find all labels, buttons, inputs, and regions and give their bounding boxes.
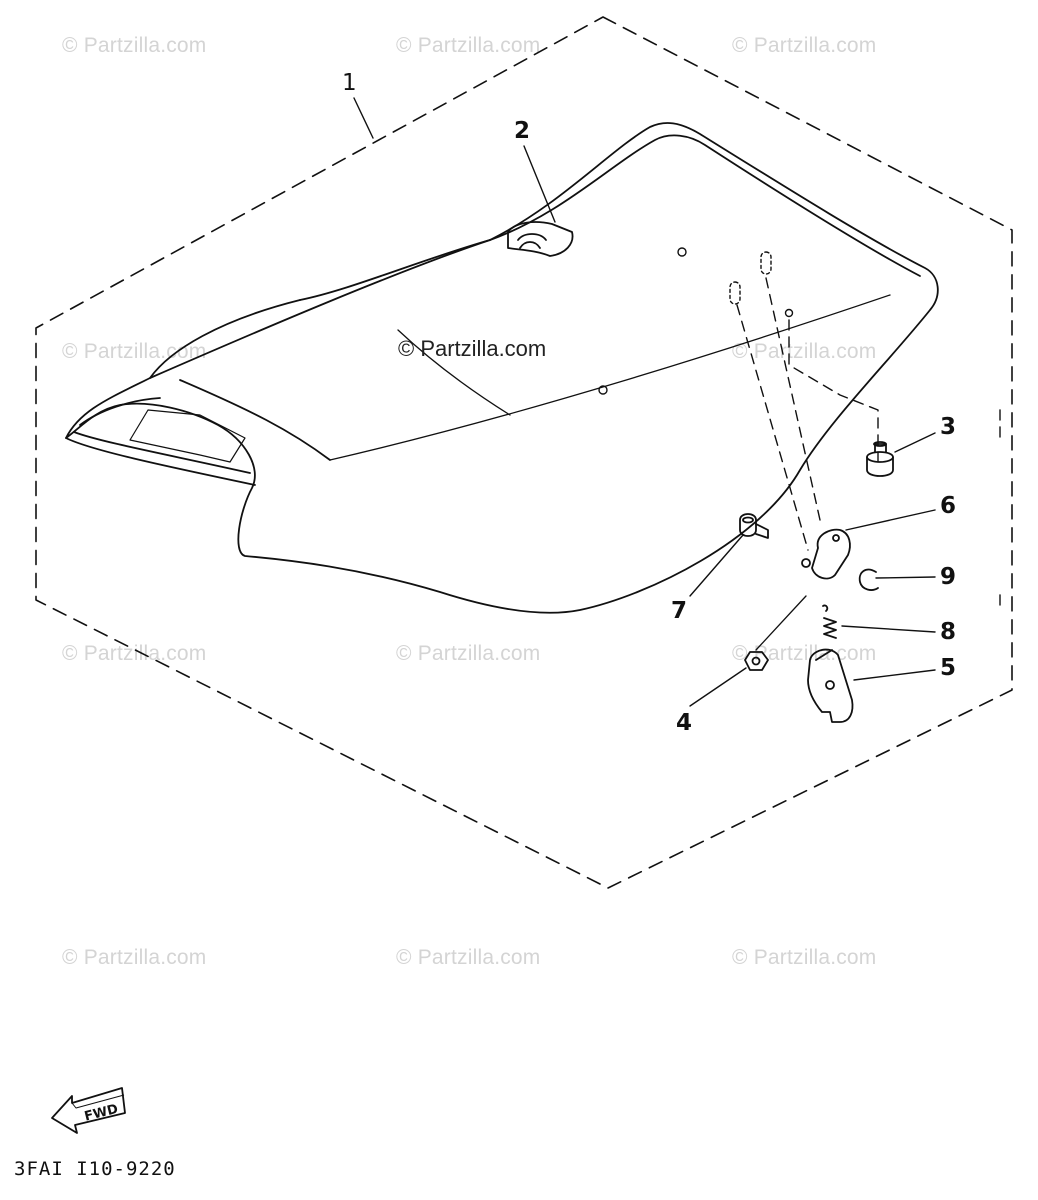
diagram-code: 3FAI I10-9220 bbox=[14, 1158, 176, 1180]
watermark: © Partzilla.com bbox=[62, 946, 207, 969]
callout-8: 8 bbox=[940, 619, 957, 645]
watermark: © Partzilla.com bbox=[396, 34, 541, 57]
assembly-boundary bbox=[35, 16, 1013, 889]
part-7-bolt bbox=[739, 513, 769, 539]
watermark: © Partzilla.com bbox=[62, 34, 207, 57]
callout-7: 7 bbox=[671, 598, 688, 624]
watermark: © Partzilla.com bbox=[396, 946, 541, 969]
part-8-spring bbox=[823, 617, 837, 639]
callout-6: 6 bbox=[940, 493, 957, 519]
part-6-lock-plate bbox=[801, 528, 851, 580]
part-5-lever bbox=[807, 648, 854, 723]
callout-3: 3 bbox=[940, 414, 957, 440]
center-watermark: © Partzilla.com bbox=[398, 336, 547, 361]
watermark: © Partzilla.com bbox=[396, 642, 541, 665]
watermark: © Partzilla.com bbox=[62, 642, 207, 665]
watermark: © Partzilla.com bbox=[732, 34, 877, 57]
part-3-damper bbox=[866, 441, 894, 477]
callout-2: 2 bbox=[514, 118, 531, 144]
watermark: © Partzilla.com bbox=[732, 946, 877, 969]
callout-5: 5 bbox=[940, 655, 957, 681]
callout-4: 4 bbox=[676, 710, 693, 736]
seat-body bbox=[65, 122, 939, 614]
callout-9: 9 bbox=[940, 564, 957, 590]
callout-1: 1 bbox=[342, 70, 357, 96]
part-2-clip bbox=[507, 221, 574, 257]
fwd-arrow-icon bbox=[51, 1087, 126, 1134]
part-4-nut bbox=[744, 651, 769, 671]
fwd-label: FWD bbox=[83, 1102, 120, 1125]
part-9-clip bbox=[858, 568, 879, 591]
watermark: © Partzilla.com bbox=[732, 340, 877, 363]
